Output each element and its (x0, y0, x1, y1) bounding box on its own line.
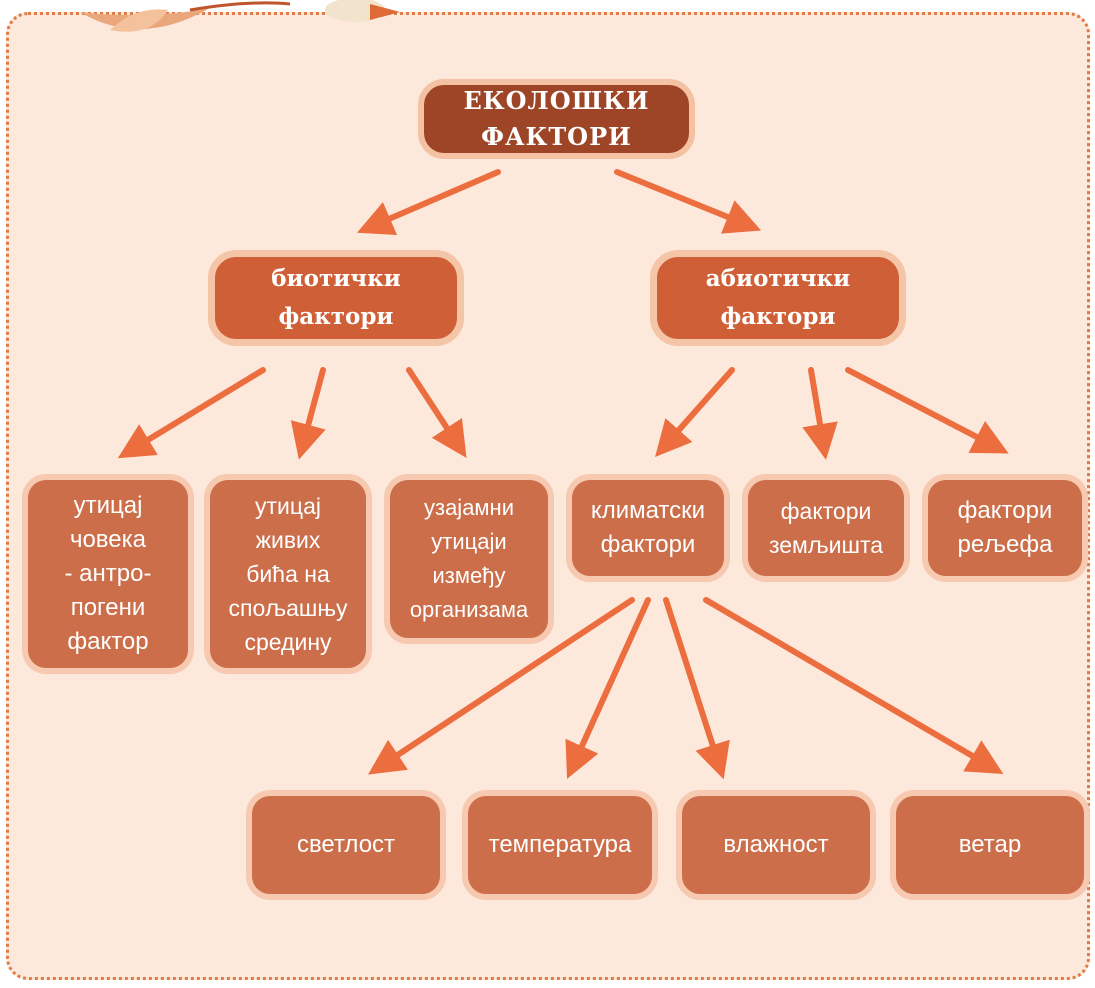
abiotic-factors-node: абиотички фактори (650, 250, 906, 346)
biotic-factors-node: биотички фактори (208, 250, 464, 346)
mutual-interactions-node: узајамни утицаји између организама (384, 474, 554, 644)
root-node-ecological-factors: ЕКОЛОШКИ ФАКТОРИ (418, 79, 695, 159)
arrow-climatic-wind (703, 597, 1004, 775)
human-impact-label: утицај човека - антро- погени фактор (64, 492, 152, 655)
arrow-climatic-temperature (565, 597, 651, 779)
humidity-label: влажност (723, 831, 829, 858)
arrow-abiotic-relief (845, 367, 1009, 454)
arrow-root-abiotic (614, 169, 762, 234)
human-impact-node: утицај човека - антро- погени фактор (22, 474, 194, 674)
soil-factors-node: фактори земљишта (742, 474, 910, 582)
soil-factors-label: фактори земљишта (768, 498, 884, 558)
light-node: светлост (246, 790, 446, 900)
arrow-biotic-mutual (406, 367, 467, 459)
relief-factors-label: фактори рељефа (957, 497, 1053, 558)
arrow-biotic-living (290, 367, 326, 460)
arrow-climatic-humidity (663, 597, 730, 780)
mutual-interactions-label: узајамни утицаји између организама (409, 495, 529, 622)
root-label: ЕКОЛОШКИ ФАКТОРИ (463, 86, 650, 151)
arrow-climatic-light (367, 597, 635, 775)
abiotic-factors-label: абиотички фактори (705, 265, 851, 330)
living-beings-impact-label: утицај живих бића на спољашњу средину (228, 493, 348, 655)
humidity-node: влажност (676, 790, 876, 900)
wind-label: ветар (958, 831, 1022, 858)
climatic-factors-label: климатски фактори (590, 497, 706, 558)
living-beings-impact-node: утицај живих бића на спољашњу средину (204, 474, 372, 674)
light-label: светлост (296, 831, 396, 858)
wind-node: ветар (890, 790, 1090, 900)
leaf-ornament-icon (80, 0, 400, 32)
arrow-abiotic-climatic (655, 367, 735, 457)
biotic-factors-label: биотички фактори (271, 265, 401, 330)
arrow-root-biotic (356, 169, 501, 236)
arrow-biotic-human (117, 367, 266, 459)
temperature-label: температура (488, 831, 632, 858)
climatic-factors-node: климатски фактори (566, 474, 730, 582)
arrow-abiotic-soil (802, 367, 838, 460)
relief-factors-node: фактори рељефа (922, 474, 1088, 582)
temperature-node: температура (462, 790, 658, 900)
